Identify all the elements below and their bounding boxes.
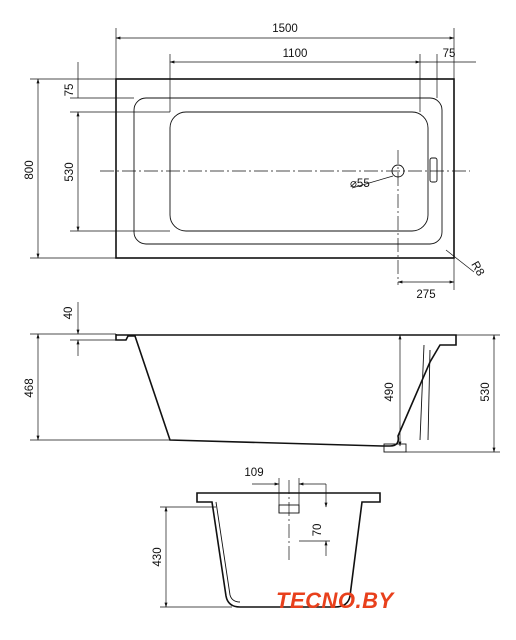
dim-rim-top: 75 <box>64 84 76 97</box>
dim-corner-radius: R8 <box>468 260 486 279</box>
dim-drain-height: 70 <box>312 524 324 537</box>
dim-rim-right: 75 <box>443 48 456 60</box>
side-profile-outline <box>115 334 457 447</box>
brand-text: TECNO.BY <box>276 588 396 613</box>
outer-rim-outline <box>115 78 455 259</box>
dim-height-total: 800 <box>24 160 36 179</box>
basin-bottom-outline <box>169 111 429 232</box>
dim-drain-width: 109 <box>244 467 263 479</box>
dim-rim-height: 40 <box>63 307 75 320</box>
brand-text-part2: NO.BY <box>322 588 396 613</box>
dim-drain-diameter: ⌀55 <box>350 178 370 190</box>
dim-width-total: 1500 <box>272 23 298 35</box>
dim-depth-drain: 490 <box>384 382 396 401</box>
dim-drain-offset: 275 <box>416 289 435 301</box>
dim-height-inner: 530 <box>64 162 76 181</box>
brand-text-part1: TEC <box>276 588 322 613</box>
overflow-outline <box>429 157 438 183</box>
top-view: 1500 1100 75 800 75 530 ⌀55 275 R8 <box>24 23 486 301</box>
dim-height-total-side: 530 <box>480 382 492 401</box>
dim-width-inner: 1100 <box>283 48 308 60</box>
drain-fitting <box>383 443 407 453</box>
side-view: 40 468 490 530 <box>24 302 500 453</box>
end-view: 109 70 430 <box>152 467 381 608</box>
end-profile-outline <box>196 492 381 608</box>
brand-logo: TECNO.BY <box>276 588 396 613</box>
dim-end-depth: 430 <box>152 547 164 566</box>
end-inner-line <box>215 501 241 603</box>
side-drain-pipe <box>419 344 431 441</box>
dim-depth-left: 468 <box>24 378 36 397</box>
